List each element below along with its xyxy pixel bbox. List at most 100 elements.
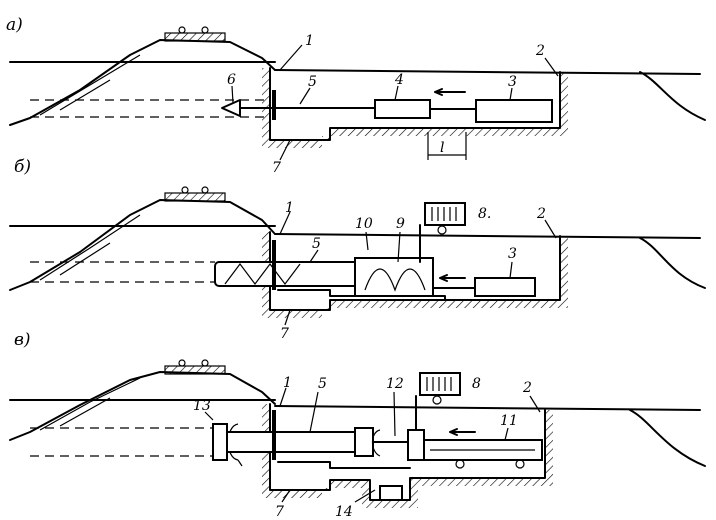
right-slope-b bbox=[639, 237, 706, 289]
leader-3b bbox=[509, 261, 513, 279]
embankment-b bbox=[9, 199, 276, 291]
panel-a: а) bbox=[6, 15, 706, 176]
leader-11c bbox=[504, 427, 509, 441]
panel-b: б) bbox=[9, 157, 706, 342]
pit-hatch-b bbox=[262, 232, 568, 318]
leader-7b bbox=[284, 309, 291, 326]
label-1b: 1 bbox=[285, 200, 294, 216]
jack-unit-3b bbox=[474, 277, 536, 297]
label-13c: 13 bbox=[193, 398, 211, 414]
label-14c: 14 bbox=[335, 504, 353, 520]
label-1a: 1 bbox=[305, 33, 314, 49]
cone-tip-6 bbox=[221, 99, 241, 117]
crane-box-8c bbox=[419, 372, 461, 396]
label-11c: 11 bbox=[500, 413, 518, 429]
ground-line-b-right bbox=[274, 233, 701, 239]
ground-line-a-right bbox=[274, 69, 701, 75]
pipe-5c bbox=[226, 431, 368, 453]
embankment-hatch-b bbox=[39, 214, 141, 281]
auger-flights-b bbox=[224, 263, 301, 285]
label-9b: 9 bbox=[396, 216, 405, 232]
label-7c: 7 bbox=[275, 504, 284, 520]
leader-4a bbox=[394, 85, 399, 101]
carriage-10 bbox=[277, 289, 446, 301]
label-2c: 2 bbox=[522, 380, 532, 396]
right-slope-a bbox=[639, 71, 706, 121]
label-6a: 6 bbox=[227, 72, 236, 88]
label-2a: 2 bbox=[535, 43, 545, 59]
label-4a: 4 bbox=[394, 72, 404, 88]
frame-wheel-2 bbox=[515, 459, 525, 469]
label-3b: 3 bbox=[508, 246, 517, 262]
rail-track-c bbox=[164, 359, 226, 375]
leader-2a bbox=[544, 57, 559, 77]
leader-3a bbox=[509, 87, 513, 101]
carriage-c bbox=[277, 461, 411, 469]
leader-13c bbox=[204, 411, 214, 421]
crane-grille-8c bbox=[426, 377, 452, 391]
leader-9b bbox=[397, 231, 401, 263]
leader-10b bbox=[365, 231, 369, 251]
label-dimension-l: l bbox=[440, 140, 444, 156]
pit-hatch-c bbox=[262, 404, 553, 508]
leader-14c bbox=[354, 489, 376, 503]
label-5c: 5 bbox=[318, 376, 327, 392]
label-3a: 3 bbox=[508, 74, 517, 90]
label-8b: 8. bbox=[478, 206, 491, 222]
sump-14 bbox=[379, 485, 403, 501]
label-5a: 5 bbox=[308, 74, 317, 90]
leader-12c bbox=[393, 391, 396, 437]
crane-wheel-8c bbox=[432, 395, 442, 405]
thrust-wall-1c bbox=[272, 410, 276, 460]
unit-4-box bbox=[374, 99, 431, 119]
label-10b: 10 bbox=[355, 216, 373, 232]
frame-wheel-1 bbox=[455, 459, 465, 469]
label-7a: 7 bbox=[272, 160, 281, 176]
push-arrow-a bbox=[434, 88, 466, 96]
push-arrow-c bbox=[449, 428, 476, 436]
unit-3-box bbox=[475, 99, 553, 123]
crane-box-8 bbox=[424, 202, 466, 226]
drive-12 bbox=[407, 429, 425, 461]
embankment-hatch-a bbox=[39, 54, 141, 116]
crane-grille-8 bbox=[431, 207, 457, 221]
thrust-wall-1b bbox=[272, 240, 276, 290]
leader-2b bbox=[544, 219, 557, 239]
leader-7a bbox=[279, 139, 291, 161]
leader-5b bbox=[309, 249, 319, 263]
panel-a-label: а) bbox=[6, 15, 23, 35]
panel-c-label: в) bbox=[14, 330, 31, 350]
auger-unit-9 bbox=[354, 257, 434, 297]
rail-track-a bbox=[164, 26, 226, 42]
leader-5a bbox=[299, 87, 311, 105]
leader-1c bbox=[279, 387, 287, 407]
label-5b: 5 bbox=[312, 236, 321, 252]
leader-2c bbox=[529, 395, 541, 413]
leader-5c bbox=[309, 391, 319, 433]
ground-line-c-right bbox=[274, 405, 701, 411]
embankment-hatch-c bbox=[39, 377, 141, 431]
dimension-l bbox=[427, 132, 467, 160]
auger-casing-5b bbox=[214, 261, 361, 287]
push-arrow-b bbox=[439, 274, 466, 282]
crane-wheel-8 bbox=[437, 225, 447, 235]
label-12c: 12 bbox=[386, 376, 404, 392]
embankment-c bbox=[9, 371, 276, 441]
label-1c: 1 bbox=[283, 375, 292, 391]
pit-hatch-a bbox=[262, 68, 568, 148]
label-8c: 8 bbox=[472, 376, 481, 392]
panel-c: в) bbox=[9, 330, 706, 520]
leader-1b bbox=[279, 211, 291, 235]
label-7b: 7 bbox=[280, 326, 289, 342]
cutter-head-13 bbox=[212, 423, 228, 461]
embankment-a bbox=[9, 39, 276, 126]
leader-1a bbox=[279, 44, 303, 71]
panel-b-label: б) bbox=[14, 157, 31, 177]
auger-spiral-9 bbox=[364, 268, 426, 292]
leader-6a bbox=[231, 85, 234, 104]
label-2b: 2 bbox=[536, 206, 546, 222]
rail-track-b bbox=[164, 186, 226, 202]
pipe-collar-c bbox=[354, 427, 374, 457]
